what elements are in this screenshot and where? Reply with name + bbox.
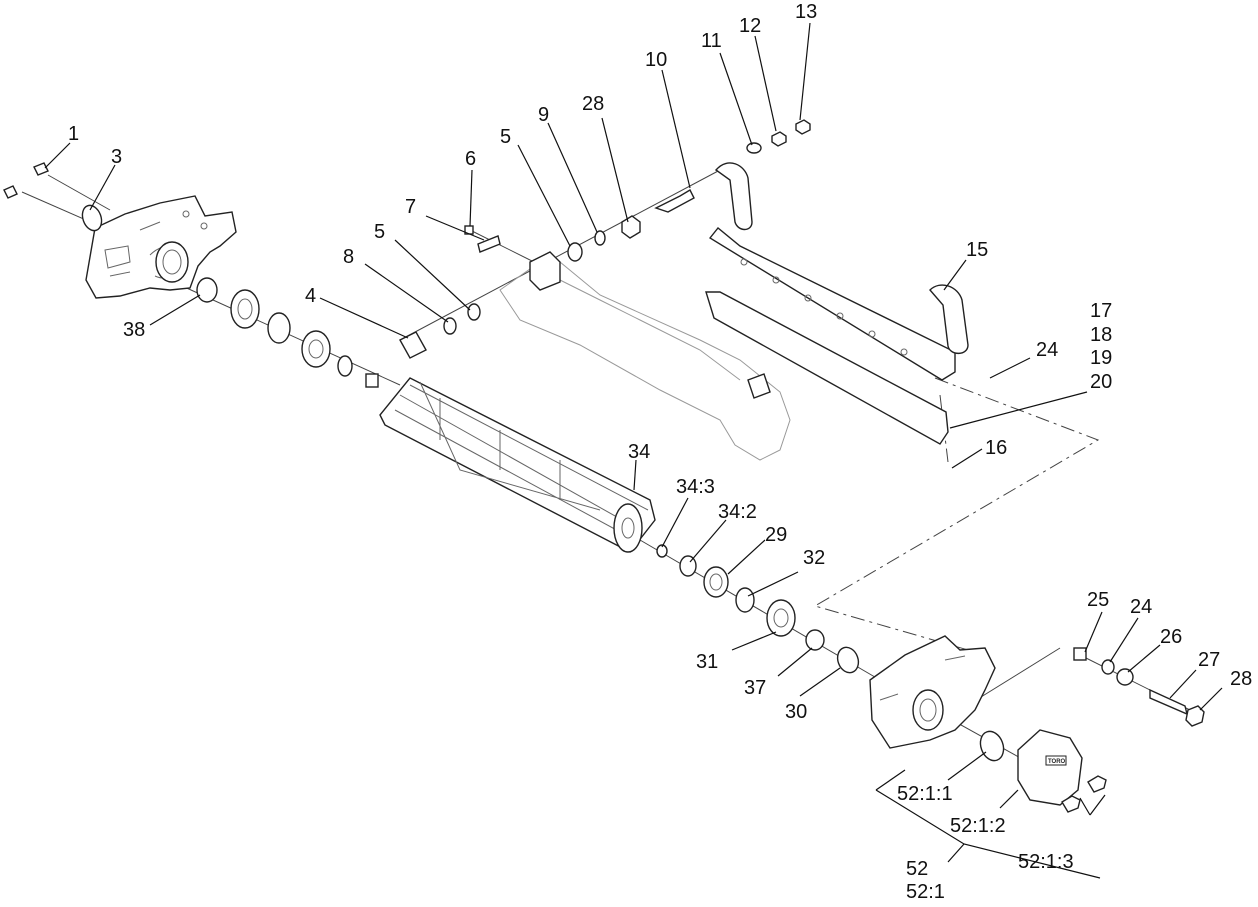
callout-labels: 1 3 38 4 8 5 7 6 5 9 28 10 11 12 13 15 1… xyxy=(68,1,1252,903)
upper-shaft-parts xyxy=(567,119,811,262)
callout-24-lower: 24 xyxy=(1130,596,1152,618)
callout-9: 9 xyxy=(538,104,549,126)
callout-28-lower: 28 xyxy=(1230,668,1252,690)
callout-4: 4 xyxy=(305,285,316,307)
callout-32: 32 xyxy=(803,547,825,569)
callout-38: 38 xyxy=(123,319,145,341)
callout-37: 37 xyxy=(744,677,766,699)
callout-10: 10 xyxy=(645,49,667,71)
callout-28-upper: 28 xyxy=(582,93,604,115)
callout-25: 25 xyxy=(1087,589,1109,611)
callout-8: 8 xyxy=(343,246,354,268)
callout-29: 29 xyxy=(765,524,787,546)
callout-7: 7 xyxy=(405,196,416,218)
callout-6: 6 xyxy=(465,148,476,170)
callout-20: 20 xyxy=(1090,371,1112,393)
callout-1: 1 xyxy=(68,123,79,145)
callout-26: 26 xyxy=(1160,626,1182,648)
callout-52: 52 xyxy=(906,858,928,880)
callout-34-2: 34:2 xyxy=(718,501,757,523)
callout-52-1-2: 52:1:2 xyxy=(950,815,1006,837)
callout-19: 19 xyxy=(1090,347,1112,369)
callout-11: 11 xyxy=(701,30,722,52)
callout-34-3: 34:3 xyxy=(676,476,715,498)
callout-27: 27 xyxy=(1198,649,1220,671)
callout-52-1-3: 52:1:3 xyxy=(1018,851,1074,873)
callout-30: 30 xyxy=(785,701,807,723)
callout-52-1-1: 52:1:1 xyxy=(897,783,953,805)
end-cover: TORO xyxy=(979,729,1107,813)
callout-52-1: 52:1 xyxy=(906,881,945,903)
callout-16: 16 xyxy=(985,437,1007,459)
callout-34: 34 xyxy=(628,441,650,463)
callout-13: 13 xyxy=(795,1,817,23)
callout-31: 31 xyxy=(696,651,718,673)
bedknife-bar xyxy=(705,162,969,445)
callout-24-upper: 24 xyxy=(1036,339,1058,361)
left-side-plate xyxy=(85,195,237,299)
right-side-plate xyxy=(869,635,996,749)
callout-5-right: 5 xyxy=(500,126,511,148)
callout-15: 15 xyxy=(966,239,988,261)
cutting-reel xyxy=(379,377,656,553)
callout-17: 17 xyxy=(1090,300,1112,322)
leader-lines xyxy=(44,22,1223,879)
callout-18: 18 xyxy=(1090,324,1112,346)
callout-12: 12 xyxy=(739,15,761,37)
cover-brand-text: TORO xyxy=(1048,759,1066,765)
callout-3: 3 xyxy=(111,146,122,168)
reel-frame xyxy=(499,251,791,461)
right-bearing-parts xyxy=(656,544,860,674)
left-small-parts xyxy=(3,162,501,388)
callout-5-left: 5 xyxy=(374,221,385,243)
end-fastener-parts xyxy=(1073,647,1205,727)
